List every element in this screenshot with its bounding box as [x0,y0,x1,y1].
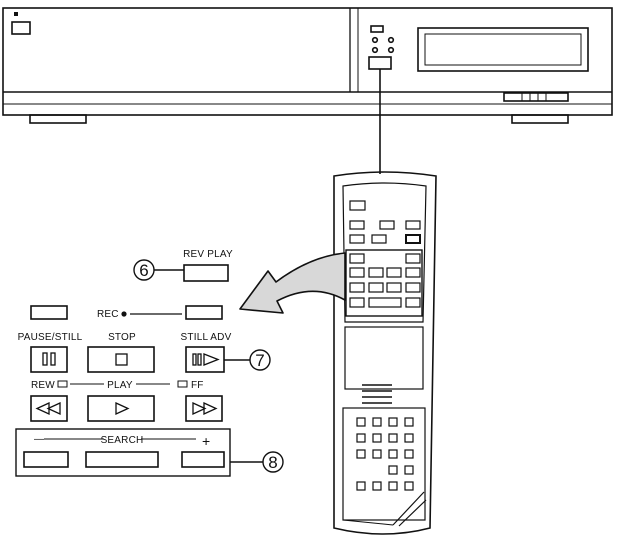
remote-button [405,220,421,230]
vcr-control-button [370,25,384,33]
remote-button [349,220,365,230]
remote-button [349,234,365,244]
callout-eight [262,451,284,473]
enlarged-panel: REV PLAY 6 REC PAUSE/STILL STOP STILL AD… [15,249,284,477]
callout-seven [249,349,271,371]
vcr-cassette-door-inner [424,33,582,66]
vcr-remote-sensor [368,56,392,70]
pause-still-button [30,346,68,373]
remote-transport-section [345,249,423,317]
stop-button [87,346,155,373]
remote-button [379,220,395,230]
play-label: PLAY [107,380,133,391]
vcr-body [2,7,613,116]
remote-button [371,234,387,244]
ff-cue-icon [177,380,188,388]
vcr-foot-left [29,114,87,124]
rec-label: REC [97,309,119,320]
vcr-power-led [14,12,18,16]
vcr-control-dot [387,36,395,44]
search-minus-label: — [34,434,44,445]
play-icon [115,401,130,416]
rew-button [30,395,68,422]
enlarge-arrow [239,252,346,314]
fast-forward-icon [192,401,218,416]
vcr-deck [2,7,613,124]
vcr-control-dot [371,46,379,54]
callout-six-number: 6 [139,261,148,280]
callout-seven-number: 7 [255,351,264,370]
ff-button [185,395,223,422]
vcr-tray [503,92,569,102]
search-label: SEARCH [101,435,144,446]
vcr-foot-right [511,114,569,124]
pause-icon [42,352,56,366]
rev-play-button [183,264,229,282]
play-button [87,395,155,422]
stop-icon [115,353,128,366]
rewind-icon [35,401,61,416]
search-plus-button [181,451,225,468]
still-adv-label: STILL ADV [181,332,232,343]
rew-cue-icon [57,380,68,388]
rev-play-label: REV PLAY [183,249,233,260]
remote-keypad-door [342,407,426,521]
remote-button [349,200,366,211]
rec-dot-icon [121,311,127,317]
rec-top-button [185,305,223,320]
vcr-control-dot [387,46,395,54]
stop-label: STOP [108,332,136,343]
callout-eight-number: 8 [268,453,277,472]
remote-transport-buttons [349,253,421,308]
search-center-button [85,451,159,468]
still-advance-icon [192,353,220,366]
remote-middle-panel [344,326,424,390]
remote-top-panel [342,182,427,323]
rew-label: REW [31,380,55,391]
remote-control [333,171,437,535]
pause-top-button [30,305,68,320]
vcr-control-dot [371,36,379,44]
ff-label: FF [191,380,204,391]
search-minus-button [23,451,69,468]
search-plus-label: + [202,433,210,449]
pause-still-label: PAUSE/STILL [18,332,83,343]
remote-body [333,171,437,535]
remote-button [405,234,421,244]
vcr-power-switch [11,21,31,35]
remote-keypad [356,417,414,491]
vcr-cassette-door [417,27,589,72]
search-group-frame [15,428,231,477]
